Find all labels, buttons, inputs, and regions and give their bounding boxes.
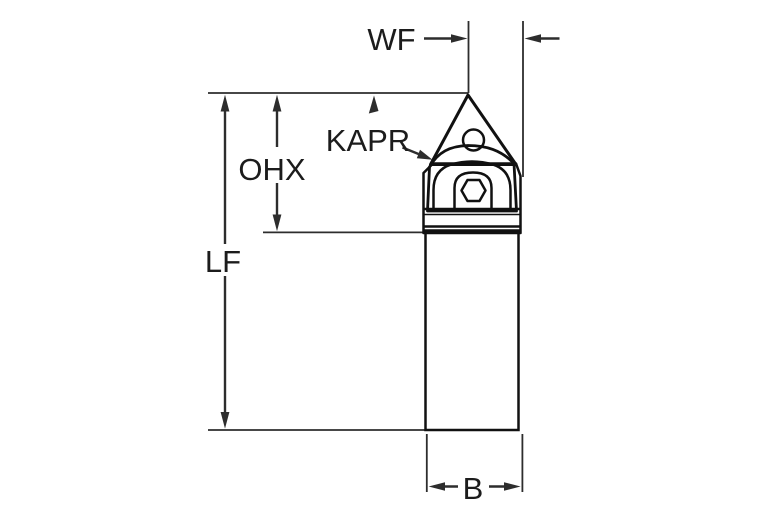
- lf-arrow-down-icon: [220, 412, 230, 429]
- cutting-insert-triangle: [429, 93, 518, 166]
- ohx-arrow-down-icon: [272, 214, 282, 232]
- clamp-inner-arch-line: [453, 171, 493, 210]
- kapr-label: KAPR: [326, 123, 410, 158]
- ohx-arrow-up-icon: [272, 94, 282, 112]
- ohx-label: OHX: [238, 152, 306, 187]
- kapr-leader-arrow-icon: [416, 149, 433, 160]
- kapr-angle-arrow-icon: [368, 95, 379, 114]
- kapr-leader-line: [402, 146, 422, 157]
- insert-clamp: [426, 144, 518, 213]
- lf-label: LF: [205, 244, 241, 279]
- lf-arrow-up-icon: [220, 94, 230, 112]
- tool-shank: [424, 230, 520, 432]
- hex-screw-icon: [460, 178, 487, 203]
- wf-arrow-left-pointing-icon: [524, 34, 541, 43]
- wf-label: WF: [367, 22, 415, 57]
- clamp-outer-arch-line: [432, 160, 512, 210]
- b-arrow-right-pointing-icon: [504, 482, 521, 491]
- b-label: B: [463, 471, 484, 506]
- insert-hole: [461, 128, 486, 152]
- wf-arrow-right-pointing-icon: [451, 34, 468, 43]
- b-arrow-left-pointing-icon: [428, 482, 445, 491]
